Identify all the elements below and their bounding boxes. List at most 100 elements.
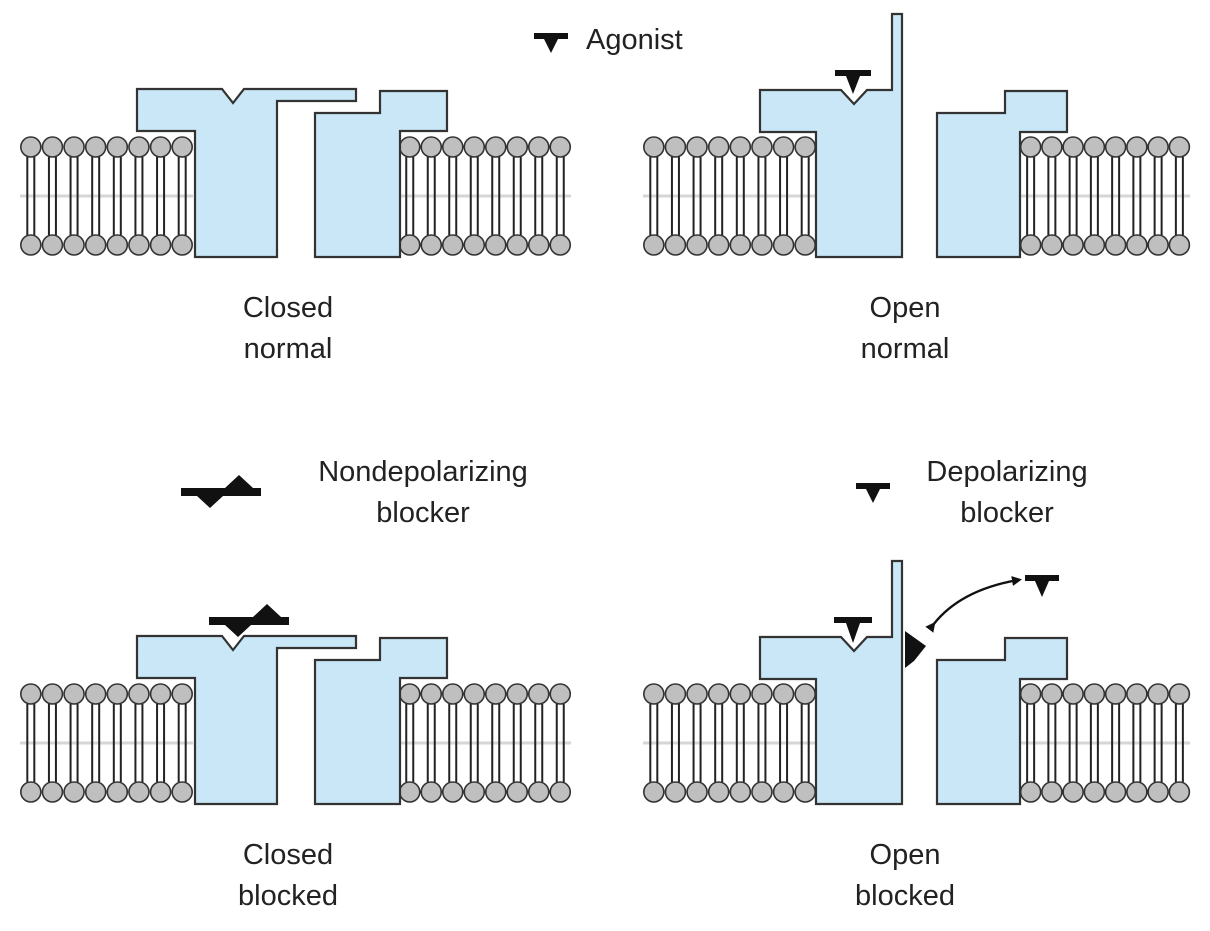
exchange-arrow bbox=[925, 576, 1022, 633]
lipid-head bbox=[398, 234, 421, 256]
lipid-head bbox=[1168, 683, 1191, 705]
lipid-head bbox=[707, 136, 730, 158]
lipid-head bbox=[794, 136, 816, 158]
lipid-head bbox=[484, 683, 507, 705]
lipid-head bbox=[398, 781, 421, 803]
closed-normal-caption: Closed normal bbox=[242, 292, 334, 365]
agonist-legend-icon bbox=[534, 33, 568, 53]
depolarizing-bound bbox=[834, 617, 872, 643]
lipid-head bbox=[1041, 136, 1063, 158]
depolarizing-legend-label: Depolarizing blocker bbox=[926, 456, 1088, 529]
lipid-head bbox=[643, 234, 665, 256]
nondepolarizing-legend-icon bbox=[181, 488, 261, 496]
lipid-head bbox=[171, 683, 193, 705]
lipid-head bbox=[1147, 683, 1169, 705]
lipid-head bbox=[420, 781, 443, 803]
lipid-head bbox=[463, 136, 486, 158]
lipid-head bbox=[171, 781, 193, 803]
lipid-head bbox=[643, 683, 665, 705]
lipid-head bbox=[441, 136, 464, 158]
lipid-head bbox=[707, 234, 730, 256]
lipid-head bbox=[463, 781, 486, 803]
depolarizing-legend-icon bbox=[856, 483, 890, 503]
lipid-head bbox=[128, 683, 150, 705]
lipid-head bbox=[63, 683, 85, 705]
lipid-head bbox=[398, 136, 421, 158]
lipid-head bbox=[643, 781, 665, 803]
lipid-head bbox=[506, 136, 529, 158]
lipid-head bbox=[484, 781, 507, 803]
lipid-head bbox=[506, 234, 529, 256]
closed-blocked-caption: Closed blocked bbox=[238, 839, 338, 912]
closed-normal-subunit-right bbox=[313, 89, 449, 259]
open-blocked-caption: Open blocked bbox=[855, 839, 955, 912]
lipid-head bbox=[63, 136, 85, 158]
lipid-head bbox=[729, 683, 752, 705]
lipid-head bbox=[1083, 781, 1106, 803]
nondepolarizing-legend-label: Nondepolarizing blocker bbox=[318, 456, 528, 529]
lipid-head bbox=[128, 781, 150, 803]
lipid-head bbox=[1104, 683, 1127, 705]
lipid-head bbox=[106, 234, 129, 256]
lipid-head bbox=[549, 683, 572, 705]
lipid-head bbox=[1083, 136, 1106, 158]
open-blocked-subunit-left bbox=[758, 559, 904, 806]
lipid-head bbox=[420, 683, 443, 705]
lipid-head bbox=[1019, 781, 1042, 803]
lipid-head bbox=[1041, 781, 1063, 803]
open-blocked-membrane-left bbox=[643, 683, 816, 803]
lipid-head bbox=[794, 234, 816, 256]
lipid-head bbox=[686, 781, 708, 803]
lipid-head bbox=[1168, 781, 1191, 803]
lipid-head bbox=[63, 781, 85, 803]
lipid-head bbox=[1168, 136, 1191, 158]
depolarizing-free bbox=[1025, 575, 1059, 597]
lipid-head bbox=[484, 136, 507, 158]
lipid-head bbox=[441, 234, 464, 256]
lipid-head bbox=[664, 683, 687, 705]
lipid-head bbox=[20, 683, 42, 705]
depolarizing-pore-plug bbox=[905, 631, 926, 668]
open-blocked-membrane-right bbox=[1019, 683, 1191, 803]
lipid-head bbox=[1104, 781, 1127, 803]
lipid-head bbox=[527, 234, 550, 256]
lipid-head bbox=[664, 234, 687, 256]
lipid-head bbox=[398, 683, 421, 705]
lipid-head bbox=[128, 234, 150, 256]
lipid-head bbox=[751, 781, 773, 803]
lipid-head bbox=[106, 136, 129, 158]
lipid-head bbox=[84, 234, 107, 256]
open-normal-subunit-left bbox=[758, 12, 904, 259]
lipid-head bbox=[41, 234, 64, 256]
lipid-head bbox=[1104, 136, 1127, 158]
lipid-head bbox=[41, 683, 64, 705]
lipid-head bbox=[1062, 234, 1084, 256]
lipid-head bbox=[1126, 781, 1148, 803]
lipid-head bbox=[106, 683, 129, 705]
lipid-head bbox=[686, 136, 708, 158]
lipid-head bbox=[664, 136, 687, 158]
lipid-head bbox=[686, 683, 708, 705]
nondepolarizing-legend-icon-upper-wedge bbox=[225, 475, 253, 488]
lipid-head bbox=[729, 234, 752, 256]
closed-normal-membrane-left bbox=[20, 136, 193, 256]
open-normal-caption: Open normal bbox=[860, 292, 950, 365]
lipid-head bbox=[41, 781, 64, 803]
lipid-head bbox=[549, 136, 572, 158]
lipid-head bbox=[506, 683, 529, 705]
closed-normal-membrane-right bbox=[398, 136, 572, 256]
nondepolarizing-legend-icon-lower-wedge bbox=[197, 496, 223, 508]
lipid-head bbox=[664, 781, 687, 803]
lipid-head bbox=[751, 683, 773, 705]
lipid-head bbox=[1062, 781, 1084, 803]
lipid-head bbox=[1062, 136, 1084, 158]
lipid-head bbox=[128, 136, 150, 158]
lipid-head bbox=[794, 781, 816, 803]
lipid-head bbox=[1147, 781, 1169, 803]
lipid-head bbox=[549, 781, 572, 803]
open-blocked-subunit-right bbox=[935, 636, 1069, 806]
lipid-head bbox=[171, 136, 193, 158]
closed-blocked-membrane-left bbox=[20, 683, 193, 803]
lipid-head bbox=[463, 683, 486, 705]
